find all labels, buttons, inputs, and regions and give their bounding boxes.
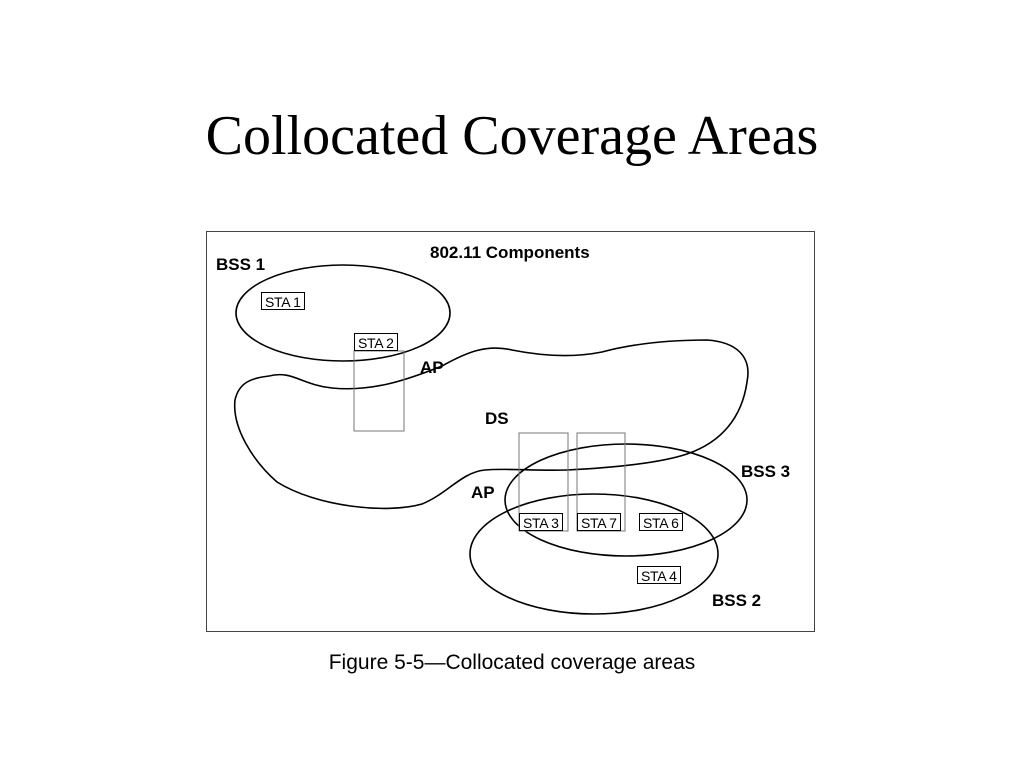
slide-title: Collocated Coverage Areas <box>205 105 819 167</box>
ap-label-upper: AP <box>420 358 444 377</box>
bss3-label: BSS 3 <box>741 462 791 481</box>
station-sta1: STA 1 <box>261 292 305 310</box>
ap-box-sta2 <box>353 350 405 432</box>
bss1-coverage-ellipse <box>235 264 451 362</box>
ap-box-sta7 <box>576 432 626 532</box>
bss2-label: BSS 2 <box>712 591 762 610</box>
diagram-frame: 802.11 Components BSS 1 BSS 3 BSS 2 AP A… <box>206 231 815 632</box>
ds-label: DS <box>485 409 509 428</box>
ap-box-sta3 <box>518 432 569 532</box>
diagram-heading: 802.11 Components <box>430 243 590 262</box>
station-sta2: STA 2 <box>354 333 398 351</box>
station-sta7: STA 7 <box>577 513 621 531</box>
bss2-coverage-ellipse <box>469 493 719 615</box>
bss3-coverage-ellipse <box>504 443 748 557</box>
figure-caption: Figure 5-5—Collocated coverage areas <box>328 651 696 674</box>
station-sta6: STA 6 <box>639 513 683 531</box>
bss1-label: BSS 1 <box>216 255 266 274</box>
station-sta4: STA 4 <box>637 566 681 584</box>
ds-blob <box>233 339 749 510</box>
diagram-drawing <box>233 264 749 615</box>
ap-label-lower: AP <box>471 483 495 502</box>
station-sta3: STA 3 <box>519 513 563 531</box>
